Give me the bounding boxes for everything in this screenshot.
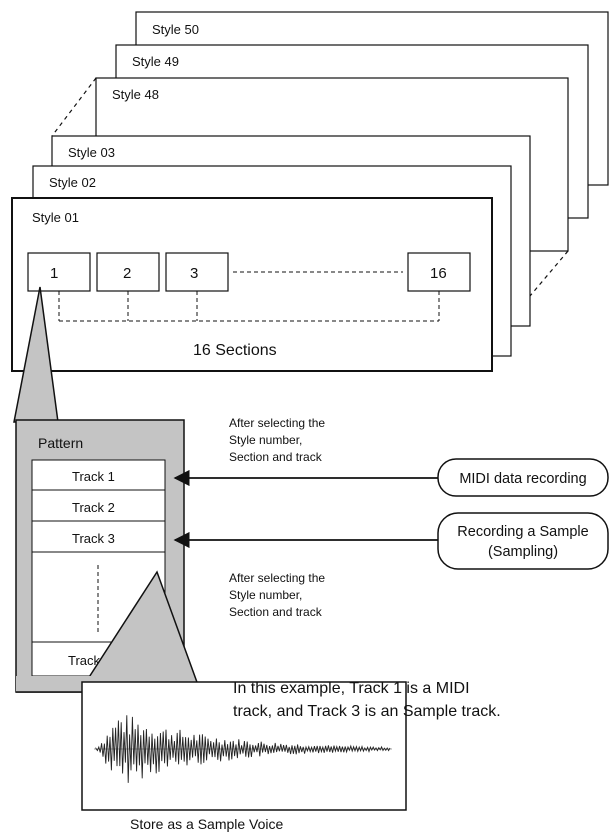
sample-recording-label-2: (Sampling) <box>488 544 558 560</box>
style-label-48: Style 48 <box>112 87 159 102</box>
style-label-50: Style 50 <box>152 22 199 37</box>
track-3-label: Track 3 <box>72 531 115 546</box>
section-box-16: 16 <box>407 252 471 292</box>
sample-recording-pill: Recording a Sample (Sampling) <box>437 512 609 570</box>
midi-recording-label: MIDI data recording <box>459 471 586 487</box>
section-number-16: 16 <box>430 265 447 282</box>
annotation-lower-line-2: Style number, <box>229 588 302 602</box>
section-box-1: 1 <box>27 252 91 292</box>
annotation-upper-line-1: After selecting the <box>229 416 325 430</box>
track-2-label: Track 2 <box>72 500 115 515</box>
annotation-lower-line-1: After selecting the <box>229 571 325 585</box>
perspective-dashed-right <box>529 250 569 297</box>
sections-bracket <box>58 291 440 322</box>
midi-recording-pill: MIDI data recording <box>437 458 609 497</box>
footer-caption: Store as a Sample Voice <box>130 816 284 832</box>
section-box-3: 3 <box>165 252 229 292</box>
waveform-icon <box>95 715 391 783</box>
section-box-2: 2 <box>96 252 160 292</box>
style-label-01: Style 01 <box>32 210 79 225</box>
section-number-1: 1 <box>50 265 58 282</box>
section-number-2: 2 <box>123 265 131 282</box>
sections-caption: 16 Sections <box>193 342 277 359</box>
style-label-49: Style 49 <box>132 54 179 69</box>
section-number-3: 3 <box>190 265 198 282</box>
style-label-02: Style 02 <box>49 175 96 190</box>
annotation-upper-line-2: Style number, <box>229 433 302 447</box>
style-label-03: Style 03 <box>68 145 115 160</box>
pattern-panel: Pattern <box>15 419 185 693</box>
annotation-upper-line-3: Section and track <box>229 450 323 464</box>
annotation-lower-line-3: Section and track <box>229 605 323 619</box>
example-note-line-2: track, and Track 3 is an Sample track. <box>233 703 501 720</box>
pattern-title: Pattern <box>38 435 83 451</box>
track-1-label: Track 1 <box>72 469 115 484</box>
perspective-dashed-left <box>51 77 97 137</box>
example-note-line-1: In this example, Track 1 is a MIDI <box>233 680 470 697</box>
sample-recording-label-1: Recording a Sample <box>457 524 588 540</box>
sample-waveform-box <box>81 681 407 811</box>
